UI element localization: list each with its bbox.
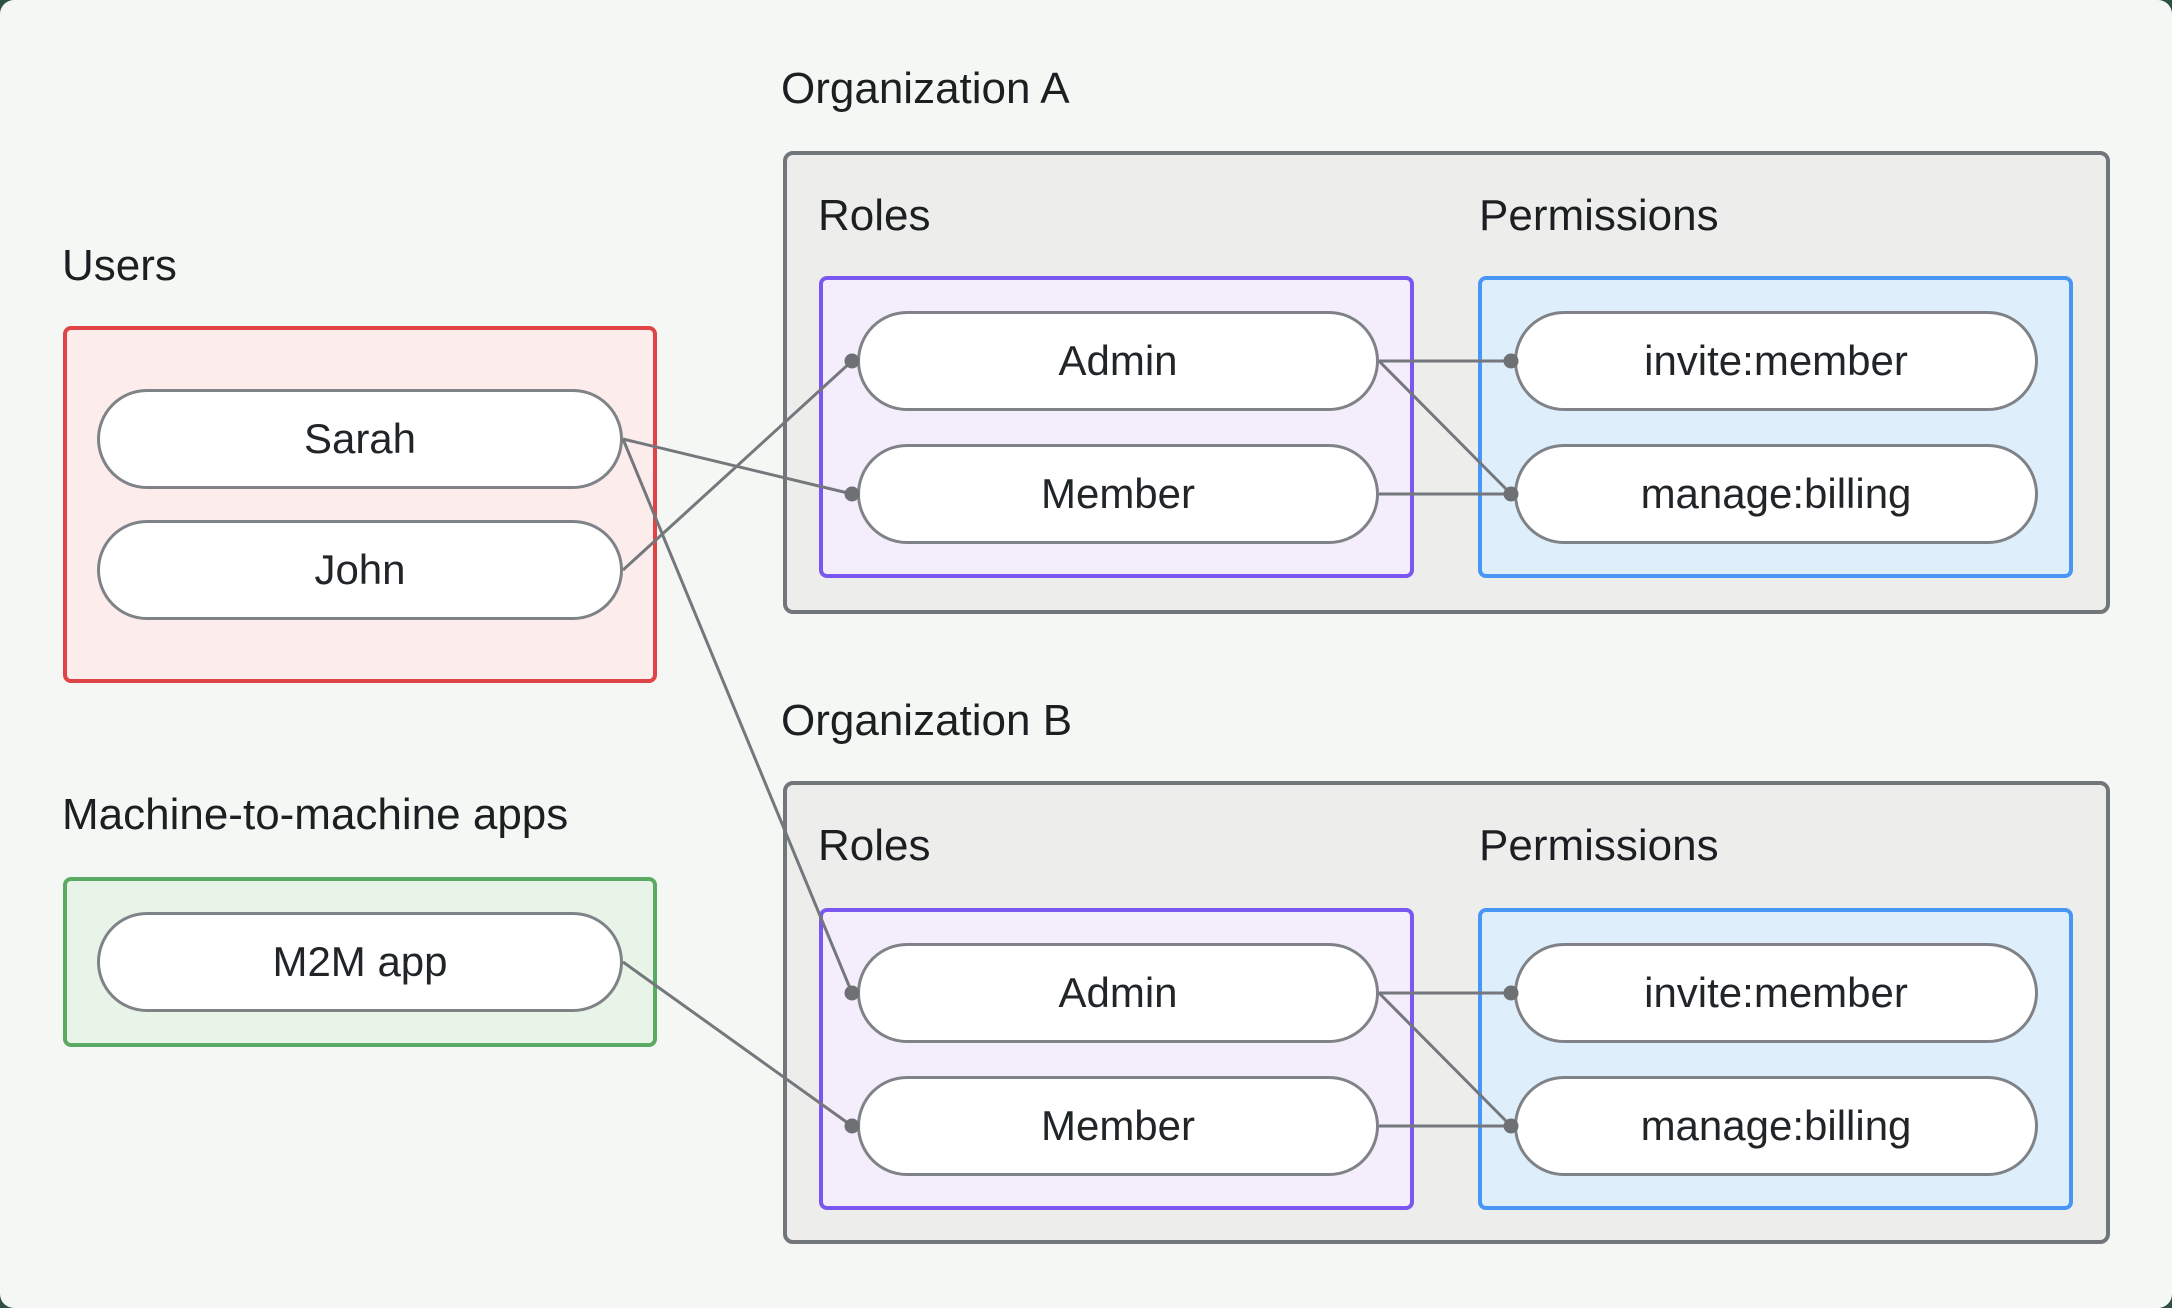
org-a-permission-invite-member-pill: invite:member — [1514, 311, 2038, 411]
org-a-role-admin-pill: Admin — [857, 311, 1379, 411]
org-a-role-member-pill: Member — [857, 444, 1379, 544]
users-section-label: Users — [62, 241, 177, 290]
org-b-role-admin-pill: Admin — [857, 943, 1379, 1043]
org-b-roles-label: Roles — [818, 821, 931, 870]
org-b-permission-invite-member-pill: invite:member — [1514, 943, 2038, 1043]
org-a-permission-manage-billing-pill: manage:billing — [1514, 444, 2038, 544]
org-a-title: Organization A — [781, 64, 1070, 113]
users-group-box — [63, 326, 657, 683]
org-b-role-member-pill: Member — [857, 1076, 1379, 1176]
user-sarah-pill: Sarah — [97, 389, 623, 489]
m2m-app-pill: M2M app — [97, 912, 623, 1012]
org-a-roles-label: Roles — [818, 191, 931, 240]
org-b-title: Organization B — [781, 696, 1073, 745]
org-b-permissions-label: Permissions — [1479, 821, 1719, 870]
org-b-permission-manage-billing-pill: manage:billing — [1514, 1076, 2038, 1176]
org-a-permissions-label: Permissions — [1479, 191, 1719, 240]
user-john-pill: John — [97, 520, 623, 620]
m2m-section-label: Machine-to-machine apps — [62, 790, 569, 839]
